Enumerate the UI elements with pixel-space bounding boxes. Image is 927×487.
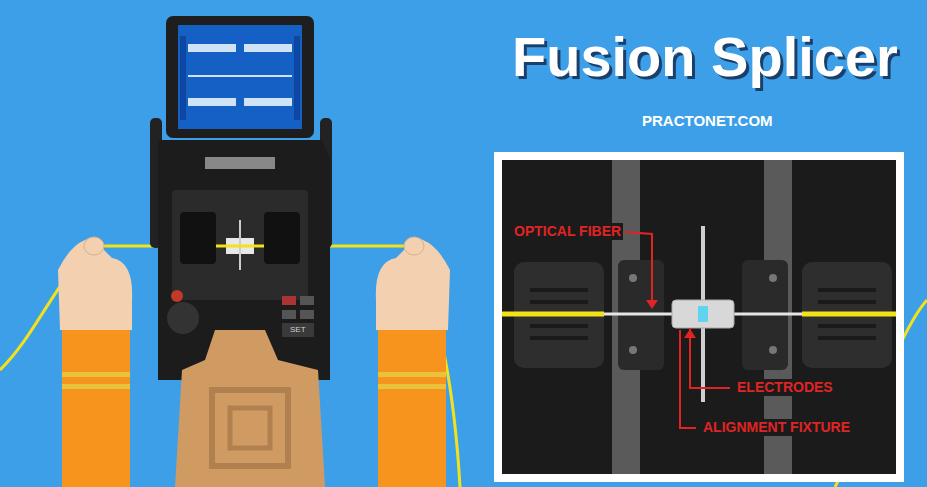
screw: [629, 346, 637, 354]
optical-fiber: [95, 245, 410, 248]
splice-chamber: [172, 190, 308, 300]
screen-bar: [244, 98, 292, 106]
electrode: [701, 328, 705, 402]
optical-fiber: [216, 245, 264, 248]
d-pad: [167, 302, 199, 334]
electrode: [701, 226, 705, 300]
button: [282, 296, 296, 305]
screen: [178, 25, 302, 129]
sleeve-stripe: [378, 372, 446, 377]
optical-fiber: [502, 312, 604, 317]
screen-icons: [180, 36, 186, 120]
vent: [205, 157, 275, 169]
screw: [769, 274, 777, 282]
screw: [769, 346, 777, 354]
button-label: SET: [288, 325, 308, 335]
thumb: [404, 237, 424, 255]
screen-bar: [188, 98, 236, 106]
inset-frame: [494, 152, 904, 482]
screen-icons: [294, 36, 300, 120]
sleeve-stripe: [378, 384, 446, 389]
leader-line: [625, 232, 730, 428]
part-label: OPTICAL FIBER: [512, 223, 623, 240]
title: Fusion Splicer: [512, 24, 898, 89]
sleeve: [378, 320, 446, 487]
screen-bar: [188, 44, 236, 52]
part-label: ELECTRODES: [735, 379, 835, 396]
clamp: [264, 212, 300, 264]
button: [300, 296, 314, 305]
thumb: [84, 237, 104, 255]
set-button: [282, 323, 314, 337]
hand: [58, 238, 132, 330]
sleeve-stripe: [62, 372, 130, 377]
button: [300, 310, 314, 319]
cleaver: [175, 330, 325, 487]
screen-bar: [244, 44, 292, 52]
cleaver-pattern: [212, 390, 288, 466]
screw: [629, 274, 637, 282]
hand: [376, 238, 450, 330]
sleeve: [62, 320, 130, 487]
part-label: ALIGNMENT FIXTURE: [701, 419, 852, 436]
power-button: [171, 290, 183, 302]
inset-ground: [502, 160, 896, 474]
sleeve-stripe: [62, 384, 130, 389]
button: [282, 310, 296, 319]
cleaver-pattern: [230, 408, 270, 448]
alignment-fixture: [672, 300, 734, 328]
arrowhead: [684, 329, 696, 338]
arc: [698, 306, 708, 322]
optical-fiber: [802, 312, 896, 317]
arrowhead: [646, 300, 658, 309]
screen-frame: [166, 16, 314, 138]
screen-line: [188, 75, 292, 77]
clamp: [180, 212, 216, 264]
watermark: PRACTONET.COM: [640, 112, 775, 130]
